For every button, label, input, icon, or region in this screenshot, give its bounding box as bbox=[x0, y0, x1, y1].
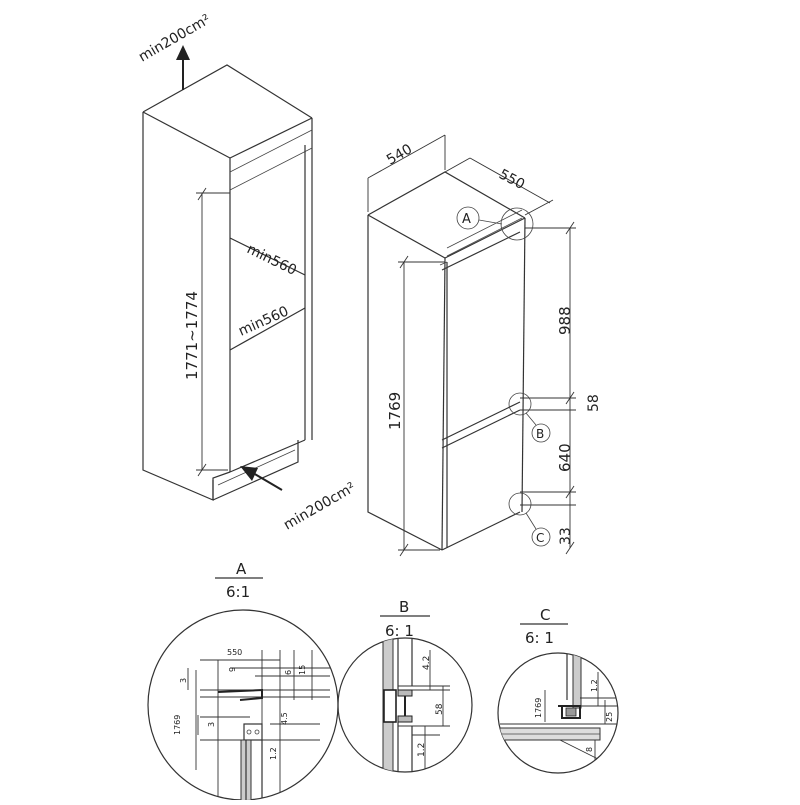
depth-label: 540 bbox=[384, 141, 415, 168]
detail-b: B 6: 1 4.2 58 1.2 bbox=[337, 598, 473, 773]
detail-b-dim-58: 58 bbox=[435, 703, 445, 715]
gap-label: 58 bbox=[586, 394, 602, 412]
niche-width-upper-label: min560 bbox=[244, 241, 299, 279]
detail-b-letter: B bbox=[399, 598, 409, 616]
niche-height-label: 1771~1774 bbox=[183, 291, 201, 380]
detail-c-dim-1769: 1769 bbox=[534, 698, 543, 718]
detail-c-letter: C bbox=[540, 606, 550, 624]
detail-c-dim-1-2: 1.2 bbox=[590, 679, 599, 692]
detail-a-dim-3-top: 3 bbox=[179, 678, 188, 683]
detail-a-dim-6: 6 bbox=[284, 670, 293, 675]
niche-width-lower-label: min560 bbox=[236, 303, 291, 339]
detail-a-dim-4-5: 4.5 bbox=[280, 712, 289, 725]
appliance-view: 540 550 1769 988 58 640 33 A B C bbox=[367, 134, 602, 557]
callout-c-label: C bbox=[536, 531, 544, 545]
detail-b-dim-1-2: 1.2 bbox=[417, 743, 427, 757]
vent-top-label: min200cm² bbox=[136, 12, 213, 66]
detail-b-dim-4-2: 4.2 bbox=[422, 656, 432, 670]
detail-c-dim-8: 8 bbox=[585, 747, 594, 752]
height-label: 1769 bbox=[386, 392, 404, 430]
lower-door-label: 640 bbox=[556, 443, 574, 472]
detail-a-dim-550: 550 bbox=[227, 648, 242, 657]
detail-b-scale: 6: 1 bbox=[385, 622, 414, 640]
detail-c: C 6: 1 1769 1.2 25 8 bbox=[497, 606, 619, 774]
width-label: 550 bbox=[496, 166, 527, 193]
detail-a-dim-3-mid: 3 bbox=[207, 722, 216, 727]
detail-a-dim-15: 15 bbox=[298, 665, 307, 675]
detail-a-dim-9: 9 bbox=[228, 667, 237, 672]
detail-c-scale: 6: 1 bbox=[525, 629, 554, 647]
detail-a-letter: A bbox=[236, 560, 247, 578]
detail-a-dim-1769: 1769 bbox=[173, 715, 182, 735]
callout-b-label: B bbox=[536, 427, 544, 441]
cabinet-niche: min200cm² min200cm² 1771~1774 min560 min… bbox=[136, 12, 358, 534]
base-label: 33 bbox=[558, 527, 574, 545]
detail-a: A 6:1 550 bbox=[147, 560, 339, 801]
detail-a-scale: 6:1 bbox=[226, 583, 250, 601]
upper-door-label: 988 bbox=[556, 306, 574, 335]
detail-c-dim-25: 25 bbox=[605, 712, 614, 722]
callout-a-label: A bbox=[462, 212, 471, 227]
vent-bottom-label: min200cm² bbox=[281, 480, 358, 534]
detail-a-dim-1-2: 1.2 bbox=[269, 747, 278, 760]
